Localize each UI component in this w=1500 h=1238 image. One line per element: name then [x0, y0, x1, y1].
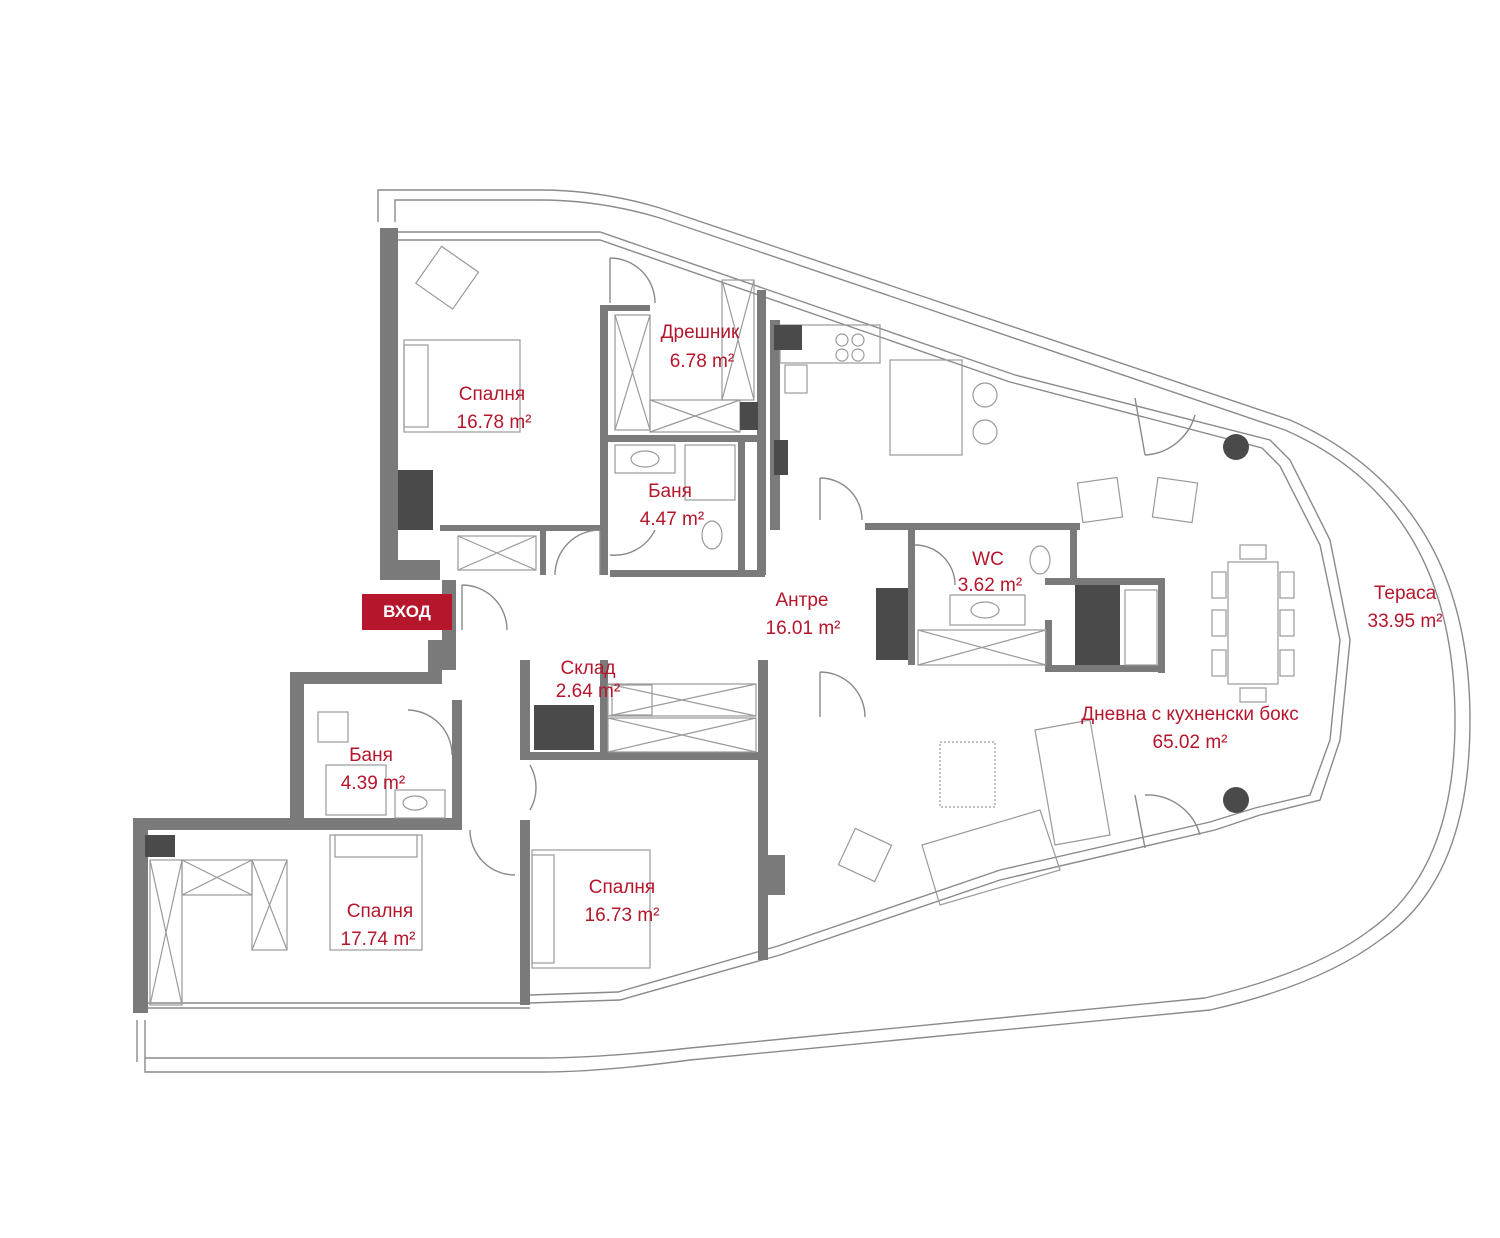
- interior-walls: [304, 290, 1165, 960]
- label-bedroom-1-name: Спалня: [459, 384, 525, 405]
- label-living-name: Дневна с кухненски бокс: [1081, 704, 1298, 725]
- label-storage-area: 2.64 m²: [556, 681, 620, 702]
- label-bathroom-1-name: Баня: [648, 481, 692, 502]
- terrace-railing: [136, 189, 1471, 1073]
- label-hall-name: Антре: [775, 590, 828, 611]
- label-bedroom-2-name: Спалня: [347, 901, 413, 922]
- label-wc-area: 3.62 m²: [958, 575, 1022, 596]
- label-terrace-area: 33.95 m²: [1368, 611, 1443, 632]
- label-bathroom-2-name: Баня: [349, 745, 393, 766]
- label-wardrobe-area: 6.78 m²: [670, 351, 734, 372]
- living-furniture: [779, 324, 1295, 906]
- exterior-walls: [133, 228, 1351, 1013]
- label-bedroom-2-area: 17.74 m²: [341, 929, 416, 950]
- label-bedroom-3-area: 16.73 m²: [585, 905, 660, 926]
- label-wc-name: WC: [972, 549, 1004, 570]
- label-bedroom-1-area: 16.78 m²: [457, 412, 532, 433]
- closets: [149, 279, 1158, 1006]
- beds: [329, 245, 893, 969]
- label-bathroom-1-area: 4.47 m²: [640, 509, 704, 530]
- label-bedroom-3-name: Спалня: [589, 877, 655, 898]
- label-storage-name: Склад: [561, 658, 616, 679]
- label-living-area: 65.02 m²: [1153, 732, 1228, 753]
- entrance-label: ВХОД: [362, 594, 452, 630]
- label-hall-area: 16.01 m²: [766, 618, 841, 639]
- bathroom-fixtures: [317, 444, 1051, 819]
- doors: [407, 257, 1201, 876]
- label-bathroom-2-area: 4.39 m²: [341, 773, 405, 794]
- room-labels: Спалня 16.78 m² Дрешник 6.78 m² Баня 4.4…: [341, 322, 1443, 950]
- label-wardrobe-name: Дрешник: [661, 322, 740, 343]
- label-terrace-name: Тераса: [1374, 583, 1437, 604]
- shafts: [145, 325, 1120, 857]
